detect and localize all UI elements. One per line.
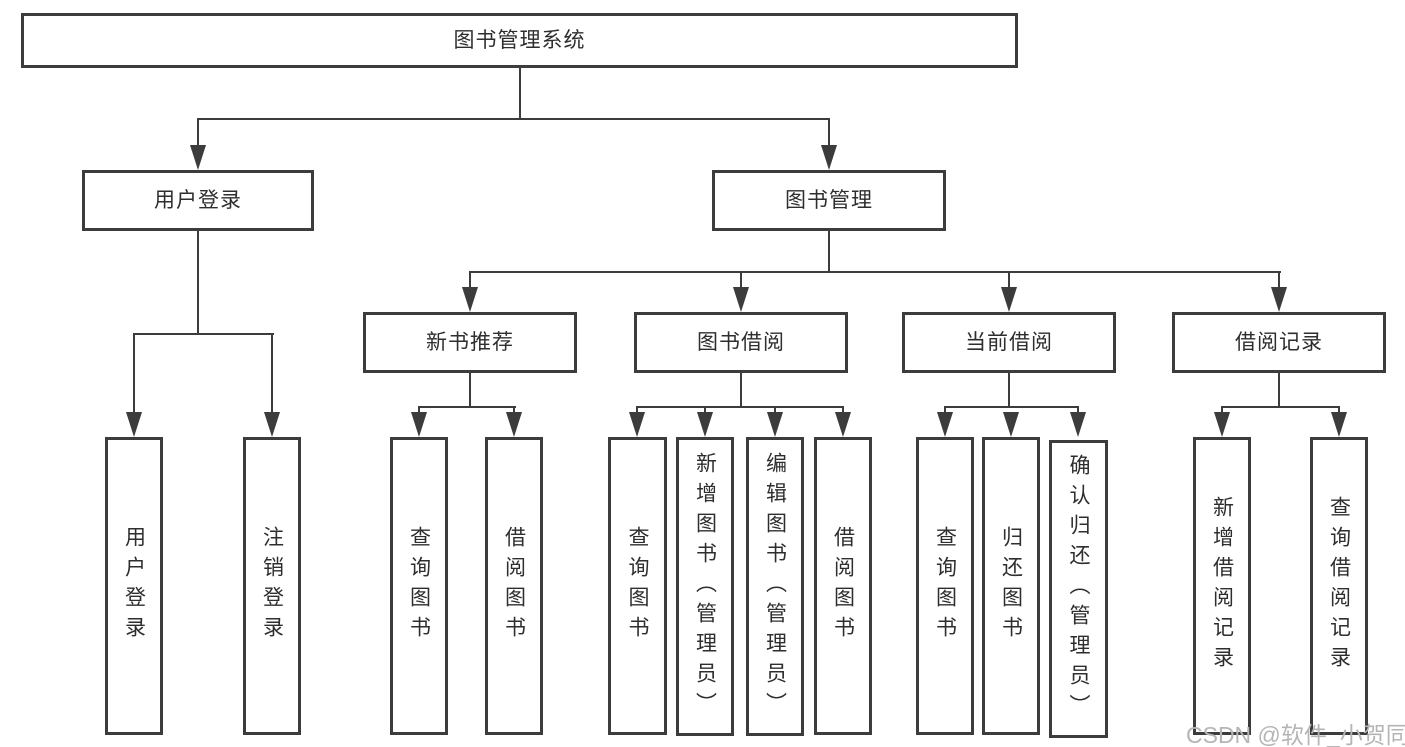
node-current-borrow: 当前借阅: [902, 312, 1116, 373]
arrow-down-icon: [1214, 412, 1230, 437]
arrow-down-icon: [697, 412, 713, 437]
leaf-label: 归还图书: [999, 526, 1023, 646]
connector-line: [418, 406, 420, 416]
leaf-edit-books-admin: 编辑图书（管理员）: [746, 437, 804, 736]
leaf-label: 注销登录: [260, 526, 284, 646]
connector-line: [842, 406, 844, 416]
arrow-down-icon: [190, 145, 206, 170]
leaf-query-books: 查询图书: [916, 437, 974, 735]
connector-line: [740, 371, 742, 408]
leaf-label: 新增借阅记录: [1210, 496, 1234, 676]
leaf-add-books-admin: 新增图书（管理员）: [676, 437, 734, 736]
arrow-down-icon: [1271, 287, 1287, 312]
arrow-down-icon: [1331, 412, 1347, 437]
connector-line: [704, 406, 706, 416]
leaf-query-books: 查询图书: [390, 437, 448, 735]
connector-line: [828, 118, 830, 148]
connector-line: [1008, 371, 1010, 408]
node-book-borrow: 图书借阅: [634, 312, 848, 373]
branch-line: [944, 406, 1079, 408]
watermark: CSDN @软件_小贺同学: [1186, 722, 1405, 747]
leaf-label: 用户登录: [122, 526, 146, 646]
arrow-down-icon: [126, 412, 142, 437]
branch-line: [469, 271, 1281, 273]
leaf-user-login: 用户登录: [105, 437, 163, 735]
connector-line: [740, 271, 742, 289]
branch-line: [197, 118, 830, 120]
arrow-down-icon: [767, 412, 783, 437]
arrow-down-icon: [264, 412, 280, 437]
connector-line: [944, 406, 946, 416]
leaf-logout: 注销登录: [243, 437, 301, 735]
connector-line: [519, 66, 521, 119]
arrow-down-icon: [1001, 287, 1017, 312]
leaf-add-borrow-record: 新增借阅记录: [1193, 437, 1251, 735]
node-user-login: 用户登录: [82, 170, 314, 231]
node-book-management: 图书管理: [712, 170, 946, 231]
node-borrow-records: 借阅记录: [1172, 312, 1386, 373]
leaf-label: 借阅图书: [502, 526, 526, 646]
arrow-down-icon: [506, 412, 522, 437]
branch-line: [133, 333, 274, 335]
leaf-label: 确认归还（管理员）: [1067, 454, 1090, 724]
arrow-down-icon: [835, 412, 851, 437]
connector-line: [133, 333, 135, 414]
leaf-confirm-return-admin: 确认归还（管理员）: [1049, 440, 1108, 738]
connector-line: [469, 371, 471, 408]
connector-line: [513, 406, 515, 416]
connector-line: [1221, 406, 1223, 416]
connector-line: [271, 333, 273, 414]
branch-line: [1221, 406, 1340, 408]
connector-line: [1278, 271, 1280, 289]
connector-line: [828, 229, 830, 273]
leaf-label: 借阅图书: [831, 526, 855, 646]
arrow-down-icon: [1003, 412, 1019, 437]
node-library-management-system: 图书管理系统: [21, 13, 1018, 68]
leaf-label: 查询借阅记录: [1327, 496, 1351, 676]
connector-line: [469, 271, 471, 289]
leaf-query-borrow-record: 查询借阅记录: [1310, 437, 1368, 735]
arrow-down-icon: [629, 412, 645, 437]
leaf-label: 新增图书（管理员）: [693, 451, 717, 722]
leaf-return-books: 归还图书: [982, 437, 1040, 735]
branch-line: [636, 406, 844, 408]
leaf-label: 查询图书: [407, 526, 431, 646]
arrow-down-icon: [821, 145, 837, 170]
leaf-borrow-books: 借阅图书: [485, 437, 543, 735]
connector-line: [1278, 371, 1280, 408]
arrow-down-icon: [733, 287, 749, 312]
leaf-label: 查询图书: [933, 526, 957, 646]
leaf-label: 编辑图书（管理员）: [763, 451, 787, 722]
branch-line: [418, 406, 516, 408]
arrow-down-icon: [1070, 412, 1086, 437]
arrow-down-icon: [462, 287, 478, 312]
node-new-book-recommend: 新书推荐: [363, 312, 577, 373]
leaf-label: 查询图书: [626, 526, 649, 646]
arrow-down-icon: [411, 412, 427, 437]
connector-line: [636, 406, 638, 416]
connector-line: [1338, 406, 1340, 416]
connector-line: [197, 118, 199, 148]
connector-line: [1008, 271, 1010, 289]
arrow-down-icon: [937, 412, 953, 437]
connector-line: [774, 406, 776, 416]
leaf-query-books: 查询图书: [608, 437, 667, 735]
connector-line: [197, 229, 199, 335]
leaf-borrow-books: 借阅图书: [814, 437, 872, 735]
connector-line: [1077, 406, 1079, 416]
